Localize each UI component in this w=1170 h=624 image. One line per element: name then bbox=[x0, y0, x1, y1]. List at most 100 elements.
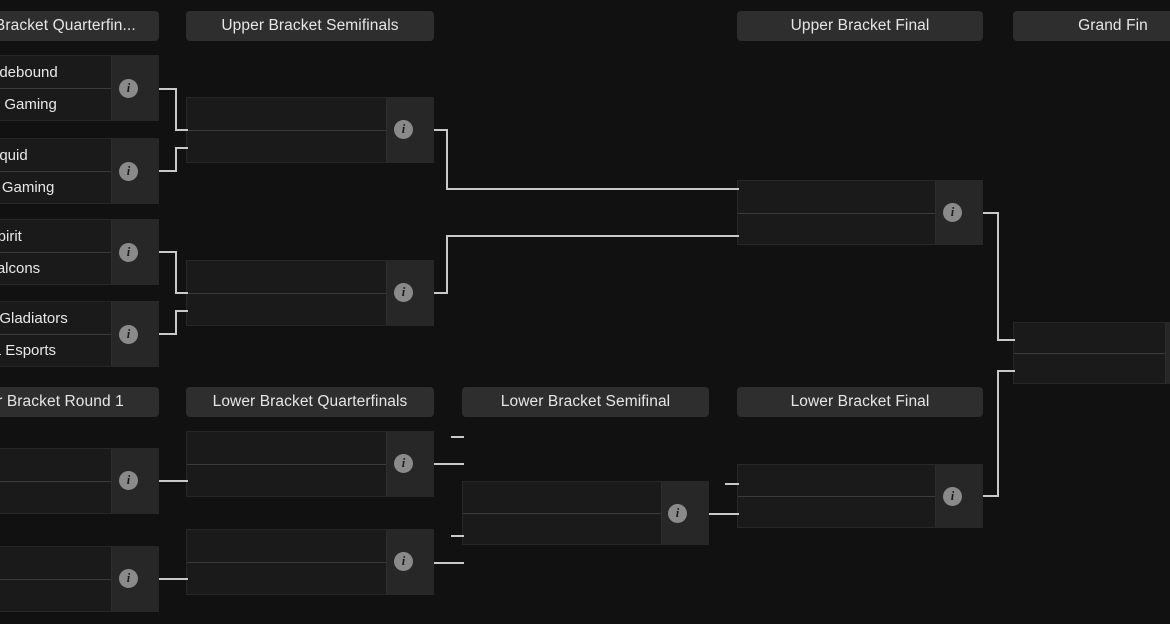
connector-line bbox=[446, 188, 739, 190]
match-info-icon[interactable]: i bbox=[119, 569, 138, 588]
match-info-icon[interactable]: i bbox=[394, 552, 413, 571]
row-divider bbox=[187, 293, 386, 294]
round-header-lb-semifinal[interactable]: Lower Bracket Semifinal bbox=[462, 387, 709, 417]
connector-line bbox=[997, 370, 999, 497]
connector-line bbox=[175, 147, 188, 149]
match-row-team-a[interactable] bbox=[187, 261, 386, 293]
connector-line bbox=[175, 88, 177, 130]
connector-line bbox=[159, 578, 188, 580]
match-info-icon[interactable]: i bbox=[119, 79, 138, 98]
match-row-team-b[interactable] bbox=[0, 481, 111, 513]
match-row-team-a[interactable] bbox=[463, 482, 661, 513]
team-name: min Gladiators bbox=[0, 309, 68, 327]
connector-line bbox=[434, 562, 464, 564]
match-row-team-a[interactable] bbox=[187, 432, 386, 464]
match-row-team-a[interactable] bbox=[187, 530, 386, 562]
team-name: eme Gaming bbox=[0, 95, 57, 113]
connector-line bbox=[997, 339, 1015, 341]
match-row-team-b[interactable] bbox=[187, 130, 386, 162]
match-row-team-a[interactable]: m Liquid bbox=[0, 139, 111, 171]
match-grand-final[interactable] bbox=[1013, 322, 1170, 384]
row-divider bbox=[0, 252, 111, 253]
match-row-team-b[interactable]: eme Gaming bbox=[0, 88, 111, 120]
match-row-team-a[interactable]: m Tidebound bbox=[0, 56, 111, 88]
match-row-team-b[interactable]: rora Gaming bbox=[0, 171, 111, 203]
round-header-ub-semifinals[interactable]: Upper Bracket Semifinals bbox=[186, 11, 434, 41]
round-header-ub-final[interactable]: Upper Bracket Final bbox=[737, 11, 983, 41]
row-divider bbox=[463, 513, 661, 514]
match-row-team-b[interactable] bbox=[738, 496, 935, 527]
connector-line bbox=[997, 370, 1015, 372]
match-info-icon[interactable]: i bbox=[668, 504, 687, 523]
round-header-lb-quarterfinals[interactable]: Lower Bracket Quarterfinals bbox=[186, 387, 434, 417]
match-row-team-b[interactable] bbox=[187, 293, 386, 325]
match-info-icon[interactable]: i bbox=[943, 487, 962, 506]
match-info-icon[interactable]: i bbox=[394, 283, 413, 302]
match-row-team-a[interactable] bbox=[0, 547, 111, 579]
connector-line bbox=[451, 535, 464, 537]
match-info-icon[interactable]: i bbox=[943, 203, 962, 222]
match-row-team-a[interactable]: min Gladiators bbox=[0, 302, 111, 334]
connector-line bbox=[997, 212, 999, 341]
row-divider bbox=[738, 496, 935, 497]
connector-line bbox=[175, 251, 177, 293]
row-divider bbox=[187, 130, 386, 131]
connector-line bbox=[446, 235, 448, 294]
match-row-team-a[interactable] bbox=[1014, 323, 1165, 353]
connector-line bbox=[434, 129, 448, 131]
match-row-team-a[interactable] bbox=[187, 98, 386, 130]
connector-line bbox=[446, 235, 739, 237]
match-row-team-b[interactable]: m Falcons bbox=[0, 252, 111, 284]
team-name: rora Gaming bbox=[0, 178, 55, 196]
row-divider bbox=[0, 481, 111, 482]
match-info-icon[interactable]: i bbox=[119, 243, 138, 262]
round-header-ub-quarterfinals[interactable]: r Bracket Quarterfin... bbox=[0, 11, 159, 41]
row-divider bbox=[0, 171, 111, 172]
connector-line bbox=[159, 251, 177, 253]
row-divider bbox=[187, 464, 386, 465]
connector-line bbox=[159, 333, 177, 335]
match-info-icon[interactable]: i bbox=[394, 454, 413, 473]
connector-line bbox=[175, 292, 188, 294]
row-divider bbox=[0, 334, 111, 335]
match-ub-final[interactable] bbox=[737, 180, 983, 245]
round-header-lb-round1[interactable]: r Bracket Round 1 bbox=[0, 387, 159, 417]
match-ub-qf-4[interactable]: min Gladiators ndra Esports bbox=[0, 301, 159, 367]
match-info-icon[interactable]: i bbox=[119, 325, 138, 344]
match-lb-qf-1[interactable] bbox=[186, 431, 434, 497]
match-info-icon[interactable]: i bbox=[394, 120, 413, 139]
match-info-icon[interactable]: i bbox=[119, 471, 138, 490]
team-name: ndra Esports bbox=[0, 341, 57, 359]
connector-line bbox=[159, 88, 177, 90]
match-ub-sf-2[interactable] bbox=[186, 260, 434, 326]
connector-line bbox=[725, 483, 739, 485]
match-row-team-a[interactable] bbox=[738, 181, 935, 213]
match-row-team-a[interactable]: m Spirit bbox=[0, 220, 111, 252]
match-ub-sf-1[interactable] bbox=[186, 97, 434, 163]
match-row-team-a[interactable] bbox=[0, 449, 111, 481]
team-name: m Falcons bbox=[0, 259, 41, 277]
row-divider bbox=[738, 212, 935, 214]
match-row-team-b[interactable] bbox=[0, 579, 111, 611]
match-info-icon[interactable]: i bbox=[119, 162, 138, 181]
connector-line bbox=[175, 310, 188, 312]
match-lb-qf-2[interactable] bbox=[186, 529, 434, 595]
match-row-team-a[interactable] bbox=[738, 465, 935, 496]
round-header-lb-final[interactable]: Lower Bracket Final bbox=[737, 387, 983, 417]
connector-line bbox=[451, 436, 464, 438]
connector-line bbox=[434, 292, 448, 294]
match-row-team-b[interactable] bbox=[463, 513, 661, 544]
match-row-team-b[interactable] bbox=[1014, 353, 1165, 383]
match-lb-final[interactable] bbox=[737, 464, 983, 528]
match-row-team-b[interactable] bbox=[738, 213, 935, 245]
match-row-team-b[interactable] bbox=[187, 562, 386, 594]
connector-line bbox=[434, 463, 464, 465]
connector-line bbox=[983, 212, 999, 214]
round-header-grand-final[interactable]: Grand Fin bbox=[1013, 11, 1170, 41]
connector-line bbox=[175, 129, 188, 131]
match-row-team-b[interactable]: ndra Esports bbox=[0, 334, 111, 366]
team-name: m Tidebound bbox=[0, 63, 58, 81]
team-name: m Liquid bbox=[0, 146, 28, 164]
match-row-team-b[interactable] bbox=[187, 464, 386, 496]
match-lb-r1-1[interactable] bbox=[0, 448, 159, 514]
